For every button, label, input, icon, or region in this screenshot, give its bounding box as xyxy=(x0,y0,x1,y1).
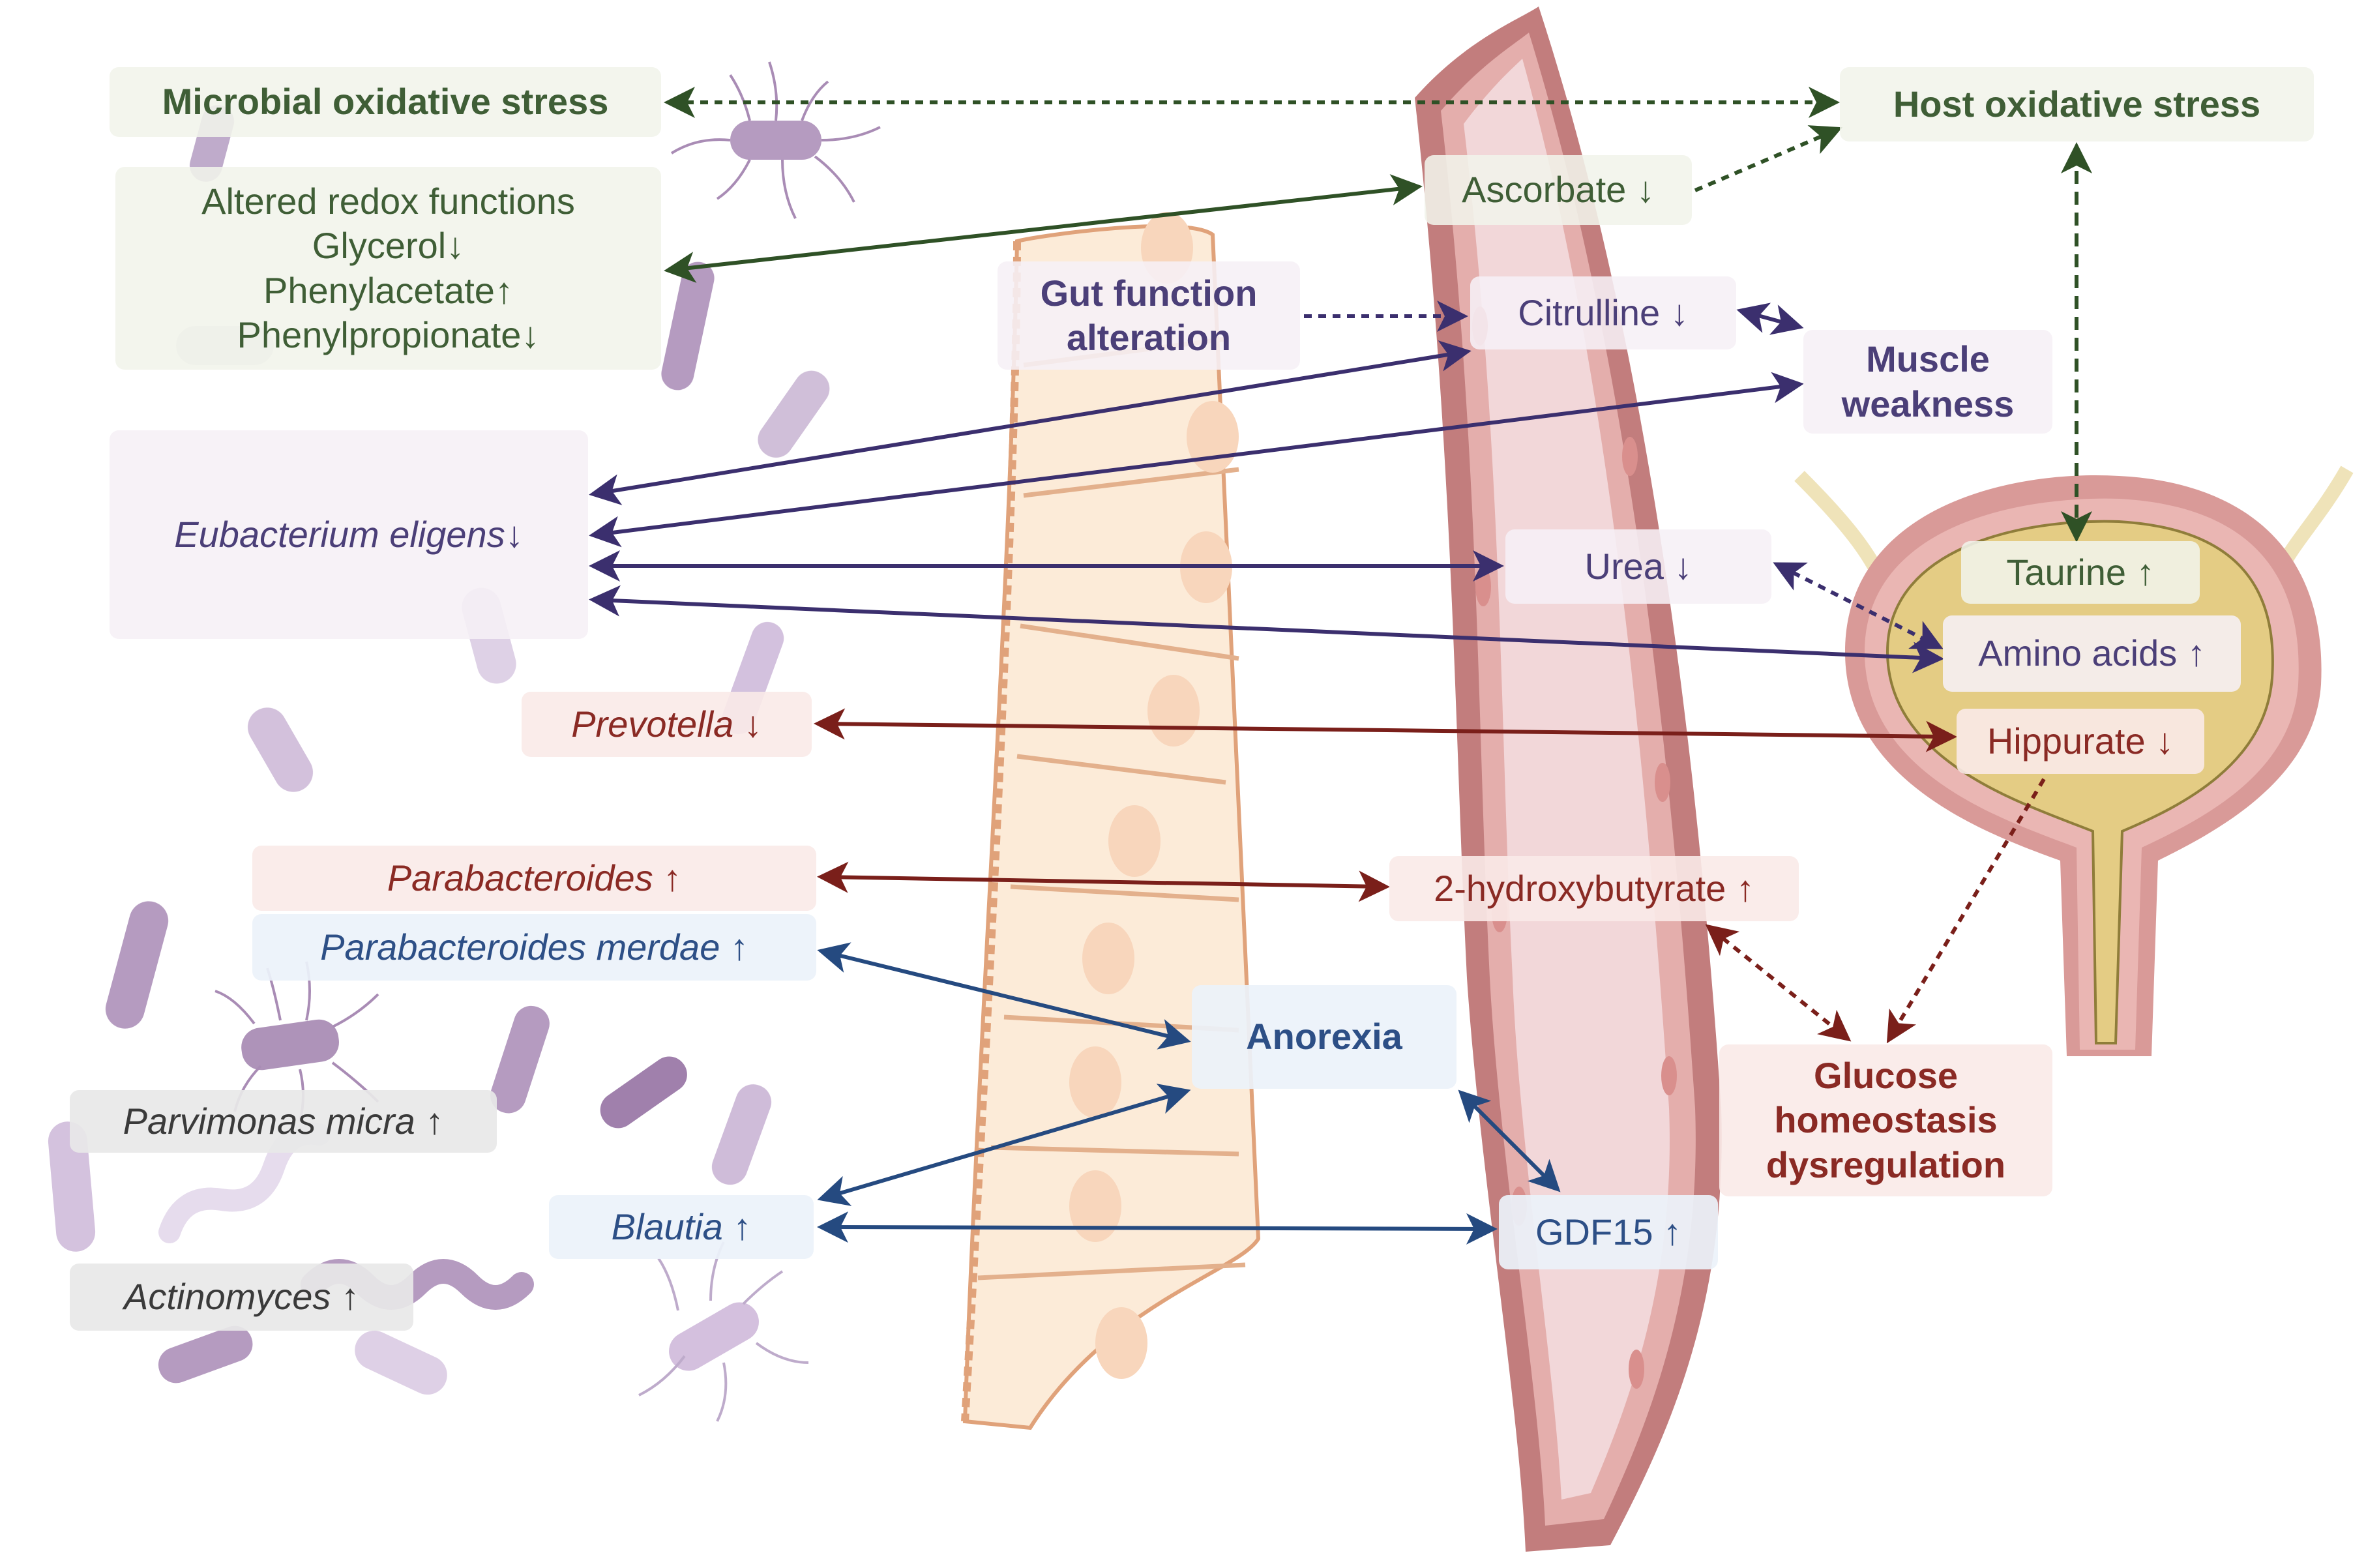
arrow-eubacterium-amino-acids xyxy=(589,585,1944,673)
glucose-line1: Glucose xyxy=(1814,1055,1958,1097)
prevotella-box: Prevotella ↓ xyxy=(522,692,812,757)
anorexia-box: Anorexia xyxy=(1192,985,1457,1089)
bacterium-icon xyxy=(490,1005,550,1114)
parvimonas-micra-label: Parvimonas micra ↑ xyxy=(123,1100,444,1142)
taurine-box: Taurine ↑ xyxy=(1961,541,2200,604)
glucose-line2: homeostasis xyxy=(1774,1099,1998,1141)
arrows-red xyxy=(814,708,2046,1044)
eubacterium-eligens-label: Eubacterium eligens↓ xyxy=(174,513,524,555)
bacterium-icon xyxy=(105,901,169,1029)
microbial-oxidative-stress-label: Microbial oxidative stress xyxy=(162,81,609,123)
blautia-box: Blautia ↑ xyxy=(549,1195,814,1259)
arrow-blautia-gdf15 xyxy=(817,1211,1498,1245)
urea-label: Urea ↓ xyxy=(1584,545,1693,587)
redox-functions-box: Altered redox functions Glycerol↓ Phenyl… xyxy=(115,167,661,370)
bacterium-icon xyxy=(48,1121,96,1252)
bacterium-icon xyxy=(758,370,830,458)
parabacteroides-merdae-box: Parabacteroides merdae ↑ xyxy=(252,914,816,981)
taurine-label: Taurine ↑ xyxy=(2006,551,2155,593)
bacterium-icon xyxy=(600,1056,687,1129)
actinomyces-box: Actinomyces ↑ xyxy=(70,1264,413,1331)
arrow-urea-amino-acids xyxy=(1773,562,1944,649)
arrow-blautia-anorexia xyxy=(817,1084,1191,1206)
bacterium-icon xyxy=(670,61,881,219)
redox-item-phenylpropionate: Phenylpropionate↓ xyxy=(237,314,540,355)
gut-function-line2: alteration xyxy=(1066,317,1232,358)
microbial-oxidative-stress-box: Microbial oxidative stress xyxy=(110,67,661,137)
arrow-hydroxybutyrate-glucose xyxy=(1705,924,1852,1042)
host-oxidative-stress-box: Host oxidative stress xyxy=(1840,67,2314,141)
muscle-weakness-line2: weakness xyxy=(1841,383,2015,424)
parabacteroides-label: Parabacteroides ↑ xyxy=(387,857,682,898)
blautia-label: Blautia ↑ xyxy=(611,1206,752,1247)
redox-item-glycerol: Glycerol↓ xyxy=(312,225,465,267)
gut-function-alteration-box: Gut function alteration xyxy=(998,261,1300,370)
arrows-blue xyxy=(817,942,1561,1245)
hippurate-box: Hippurate ↓ xyxy=(1957,709,2204,774)
bacterium-icon xyxy=(158,1325,253,1383)
ascorbate-label: Ascorbate ↓ xyxy=(1462,169,1655,211)
gdf15-label: GDF15 ↑ xyxy=(1535,1211,1682,1252)
redox-title: Altered redox functions xyxy=(201,180,575,222)
arrow-hippurate-glucose xyxy=(1886,778,2046,1044)
amino-acids-box: Amino acids ↑ xyxy=(1943,615,2241,692)
arrows-purple xyxy=(589,301,1944,673)
anorexia-label: Anorexia xyxy=(1246,1016,1402,1058)
bacterium-icon xyxy=(661,261,715,391)
gdf15-box: GDF15 ↑ xyxy=(1499,1195,1718,1269)
eubacterium-eligens-box: Eubacterium eligens↓ xyxy=(110,430,588,639)
bacterium-icon xyxy=(355,1330,447,1395)
urea-box: Urea ↓ xyxy=(1505,529,1771,604)
muscle-weakness-line1: Muscle xyxy=(1866,338,1990,380)
arrow-eubacterium-muscle xyxy=(589,372,1804,548)
bacterium-icon xyxy=(711,1084,772,1185)
blood-vessel-illustration xyxy=(1415,7,1722,1552)
ascorbate-box: Ascorbate ↓ xyxy=(1425,155,1692,225)
parabacteroides-box: Parabacteroides ↑ xyxy=(252,846,816,911)
redox-item-phenylacetate: Phenylacetate↑ xyxy=(263,269,513,311)
arrow-anorexia-gdf15 xyxy=(1458,1089,1561,1192)
hydroxybutyrate-box: 2-hydroxybutyrate ↑ xyxy=(1389,856,1799,921)
citrulline-box: Citrulline ↓ xyxy=(1470,276,1736,349)
arrows-green xyxy=(664,87,2092,542)
actinomyces-label: Actinomyces ↑ xyxy=(124,1276,359,1318)
amino-acids-label: Amino acids ↑ xyxy=(1978,632,2206,674)
host-oxidative-stress-label: Host oxidative stress xyxy=(1893,83,2261,125)
parvimonas-micra-box: Parvimonas micra ↑ xyxy=(70,1090,497,1153)
gut-function-line1: Gut function xyxy=(1040,272,1258,314)
arrow-citrulline-muscle xyxy=(1736,303,1804,335)
bacterium-icon xyxy=(248,707,313,792)
arrow-prevotella-hippurate xyxy=(814,708,1957,752)
muscle-weakness-box: Muscle weakness xyxy=(1803,330,2052,434)
arrow-ascorbate-host xyxy=(1694,125,1843,192)
hydroxybutyrate-label: 2-hydroxybutyrate ↑ xyxy=(1434,867,1754,909)
arrow-redox-ascorbate xyxy=(664,174,1423,283)
parabacteroides-merdae-label: Parabacteroides merdae ↑ xyxy=(320,926,748,968)
citrulline-label: Citrulline ↓ xyxy=(1518,291,1689,333)
bacterium-icon xyxy=(638,1241,809,1422)
prevotella-label: Prevotella ↓ xyxy=(571,703,762,745)
glucose-dysregulation-box: Glucose homeostasis dysregulation xyxy=(1719,1044,2052,1196)
arrow-merdae-anorexia xyxy=(817,942,1191,1050)
bacterium-icon xyxy=(214,961,379,1122)
hippurate-label: Hippurate ↓ xyxy=(1987,720,2174,762)
arrow-parabacteroides-hydroxybutyrate xyxy=(817,861,1390,902)
glucose-line3: dysregulation xyxy=(1766,1144,2006,1185)
